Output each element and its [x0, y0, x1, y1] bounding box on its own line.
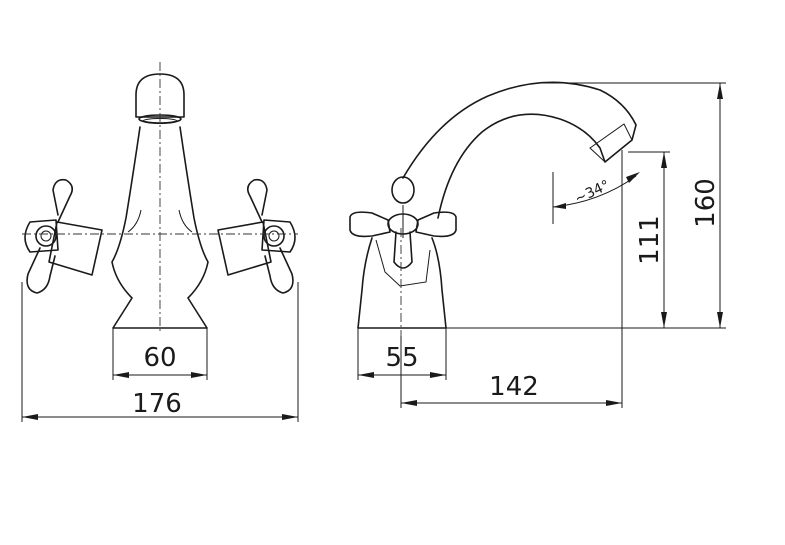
front-right-handle [217, 178, 296, 294]
dimension-label-overall-height: 160 [691, 178, 721, 228]
side-spout [402, 81, 637, 219]
front-body [111, 126, 209, 329]
dimension-111: 111 [628, 151, 670, 328]
dimension-60: 60 [112, 328, 208, 380]
dimension-55: 55 [357, 328, 447, 380]
dimension-142: 142 [400, 150, 623, 408]
dimension-label-base-front: 60 [143, 343, 176, 373]
dimension-label-spout-reach: 142 [489, 372, 539, 402]
dimension-label-overall-width: 176 [132, 389, 182, 419]
front-view: 60 176 [21, 62, 299, 422]
side-body [357, 237, 447, 329]
dimension-label-spout-angle: ~34° [572, 177, 612, 207]
side-view: 55 142 ~34° 111 [349, 81, 726, 408]
dimension-176: 176 [21, 282, 299, 422]
front-left-handle [24, 178, 103, 294]
side-handle [349, 176, 457, 269]
dimension-label-base-side: 55 [385, 343, 418, 373]
dimension-label-outlet-height: 111 [635, 215, 665, 265]
dimension-angle: ~34° [552, 172, 640, 224]
dimension-160: 160 [540, 82, 726, 328]
